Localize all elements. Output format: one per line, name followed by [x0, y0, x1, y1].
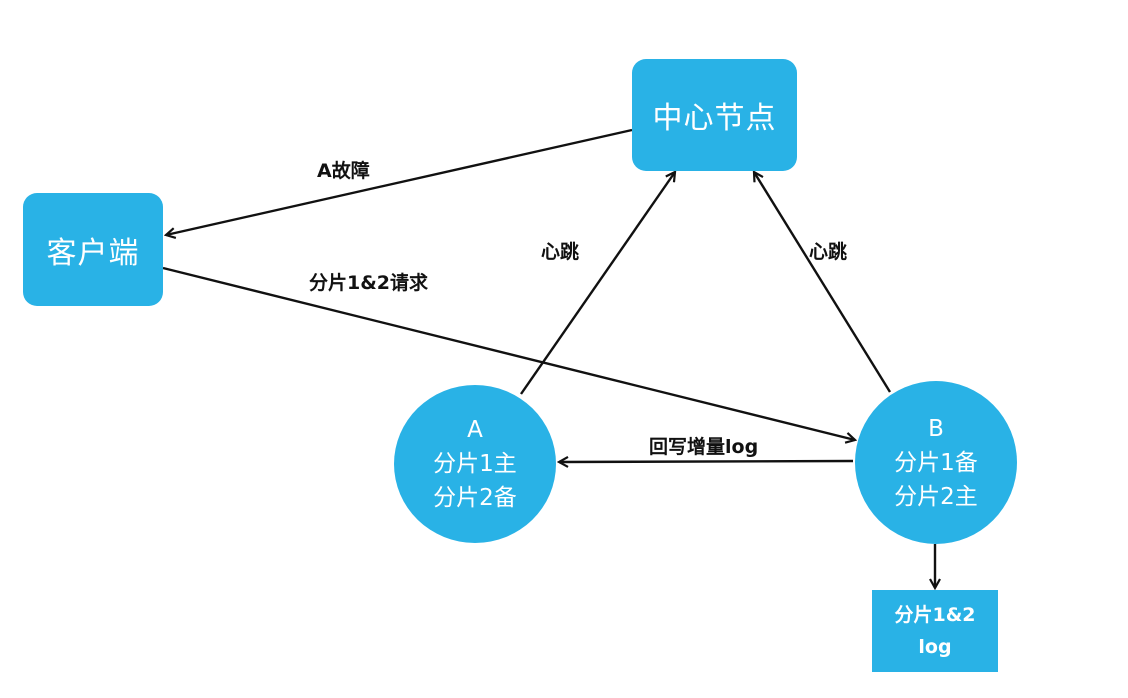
log-node-line1: 分片1&2 [894, 604, 976, 626]
arrow-a-to-center [520, 172, 675, 395]
edge-label-heartbeat-a: 心跳 [541, 241, 580, 263]
arrow-b-to-center [754, 172, 892, 393]
edge-label-fault: A故障 [317, 160, 370, 182]
node-b-name: B [928, 415, 944, 442]
node-a-shard2: 分片2备 [433, 485, 517, 511]
node-b-shard2: 分片2主 [894, 483, 978, 510]
node-a-shard1: 分片1主 [433, 451, 517, 477]
log-node: 分片1&2 log [872, 590, 998, 672]
edge-label-request: 分片1&2请求 [309, 272, 429, 294]
node-b-shard1: 分片1备 [894, 449, 978, 476]
node-a: A 分片1主 分片2备 [394, 385, 556, 543]
edge-label-heartbeat-b: 心跳 [809, 241, 848, 263]
log-node-line2: log [918, 636, 952, 658]
center-node: 中心节点 [632, 59, 797, 171]
node-b: B 分片1备 分片2主 [855, 381, 1017, 544]
node-a-name: A [467, 417, 483, 443]
arrow-center-to-client [166, 128, 633, 235]
arrow-b-to-a [559, 461, 854, 462]
client-node: 客户端 [23, 193, 163, 306]
center-node-label: 中心节点 [652, 101, 777, 136]
edge-label-writeback: 回写增量log [649, 436, 759, 458]
client-node-label: 客户端 [46, 235, 140, 271]
arrow-client-to-b [162, 266, 855, 440]
